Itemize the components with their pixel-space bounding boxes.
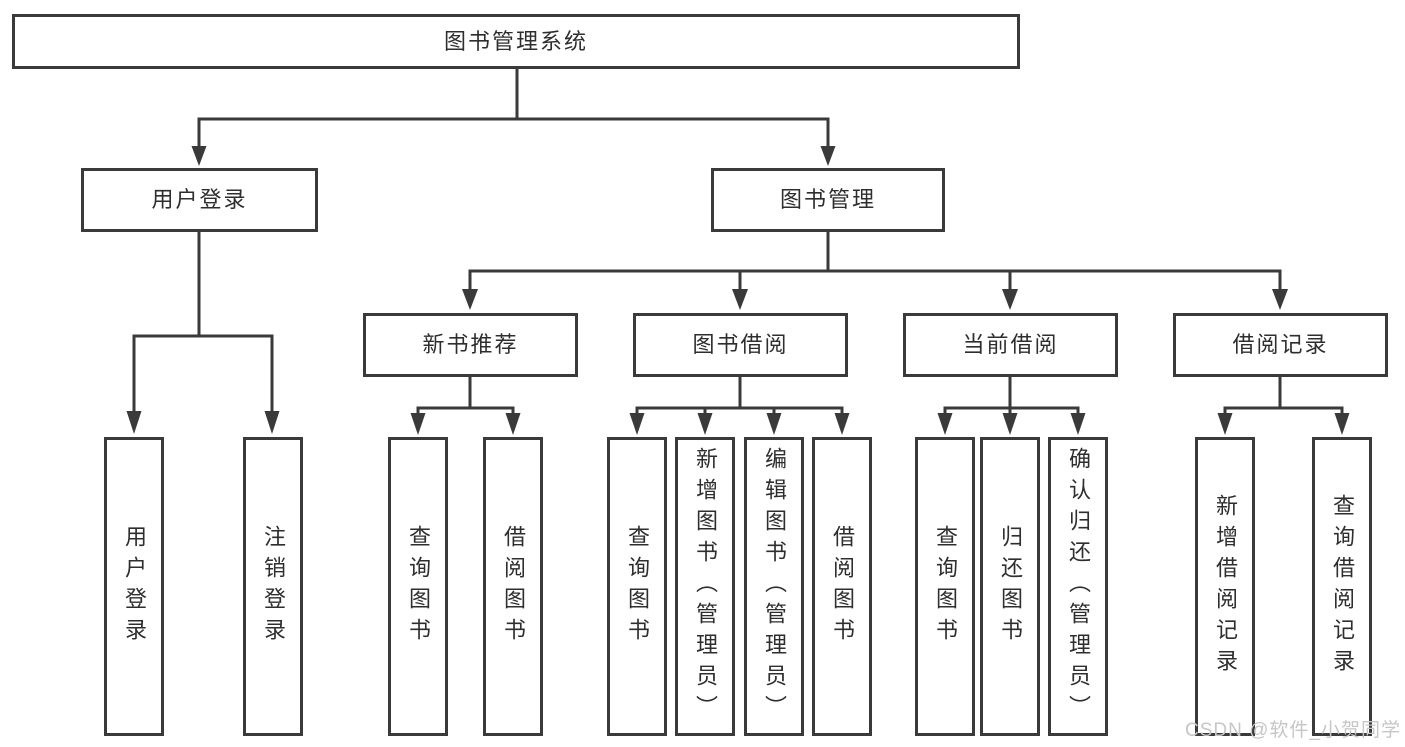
leaf-query-books-recommend: 查询图书	[388, 437, 448, 736]
level3-drop-connectors	[468, 375, 1282, 410]
node-label: 用户登录	[151, 187, 248, 212]
user-login-split-connector	[132, 230, 274, 415]
arrowhead	[820, 146, 836, 166]
node-label: 用户登录	[122, 524, 147, 649]
arrowhead	[1002, 413, 1018, 435]
leaf-borrow-books-recommend: 借阅图书	[483, 437, 543, 736]
arrowhead	[505, 413, 521, 435]
node-label: 查询借阅记录	[1330, 493, 1355, 680]
node-book-borrowing: 图书借阅	[633, 313, 848, 377]
leaf-user-login: 用户登录	[104, 437, 164, 736]
book-mgmt-split-connector	[468, 230, 1282, 293]
leaf-add-borrow-record: 新增借阅记录	[1195, 437, 1255, 736]
leaf-query-books-current: 查询图书	[915, 437, 975, 736]
node-label: 图书管理系统	[443, 28, 588, 54]
arrowhead	[1002, 289, 1018, 310]
node-book-management: 图书管理	[711, 168, 945, 232]
leaf-logout: 注销登录	[243, 437, 303, 736]
node-new-book-recommend: 新书推荐	[363, 313, 578, 377]
leaf-edit-book-admin: 编辑图书（管理员）	[744, 437, 804, 736]
node-label: 借阅图书	[830, 524, 855, 649]
arrowhead	[462, 289, 478, 310]
node-label: 新书推荐	[422, 332, 519, 357]
node-borrowing-records: 借阅记录	[1173, 313, 1388, 377]
arrowhead	[1070, 413, 1086, 435]
arrowheads	[126, 146, 1350, 435]
arrowhead	[191, 146, 207, 166]
node-label: 新增借阅记录	[1213, 493, 1238, 680]
node-label: 注销登录	[261, 524, 286, 649]
csdn-watermark: CSDN @软件_小贺同学	[1185, 720, 1401, 741]
arrowhead	[697, 413, 713, 435]
node-user-login: 用户登录	[81, 168, 318, 232]
arrowhead	[629, 413, 645, 435]
arrowhead	[766, 413, 782, 435]
leaf-query-borrow-record: 查询借阅记录	[1312, 437, 1372, 736]
node-label: 查询图书	[933, 524, 958, 649]
node-label: 图书管理	[779, 187, 876, 212]
node-label: 查询图书	[406, 524, 431, 649]
root-to-level2-connector	[197, 67, 830, 150]
arrowhead	[937, 413, 953, 435]
node-label: 确认归还（管理员）	[1066, 447, 1091, 726]
node-label: 图书借阅	[692, 332, 789, 357]
arrowhead	[264, 411, 280, 434]
node-library-management-system: 图书管理系统	[12, 14, 1020, 69]
node-label: 当前借阅	[962, 332, 1059, 357]
leaf-query-books-borrow: 查询图书	[607, 437, 667, 736]
arrowhead	[1217, 413, 1233, 435]
arrowhead	[732, 289, 748, 310]
node-label: 借阅记录	[1232, 332, 1329, 357]
arrowhead	[410, 413, 426, 435]
leaf-split-connectors	[416, 406, 1344, 418]
node-current-borrowing: 当前借阅	[903, 313, 1118, 377]
node-label: 新增图书（管理员）	[693, 447, 718, 726]
node-label: 查询图书	[625, 524, 650, 649]
leaf-confirm-return-admin: 确认归还（管理员）	[1048, 437, 1108, 736]
node-label: 归还图书	[998, 524, 1023, 649]
leaf-add-book-admin: 新增图书（管理员）	[675, 437, 735, 736]
node-label: 借阅图书	[501, 524, 526, 649]
arrowhead	[1272, 289, 1288, 310]
arrowhead	[1334, 413, 1350, 435]
node-label: 编辑图书（管理员）	[762, 447, 787, 726]
arrowhead	[126, 411, 142, 434]
leaf-borrow-books: 借阅图书	[812, 437, 872, 736]
arrowhead	[834, 413, 850, 435]
leaf-return-books: 归还图书	[980, 437, 1040, 736]
